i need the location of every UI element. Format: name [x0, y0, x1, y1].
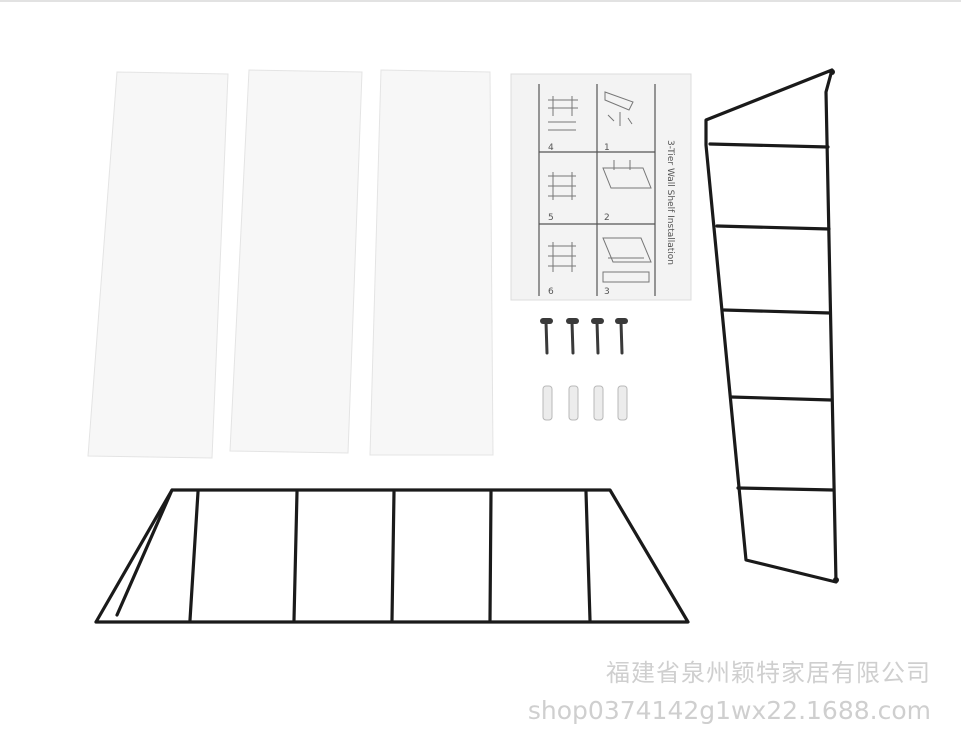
watermark-company: 福建省泉州颖特家居有限公司 [606, 659, 931, 687]
top-border-line [0, 0, 961, 2]
manual-step-6: 6 [548, 287, 554, 297]
instruction-sheet: 4 1 5 2 6 3 3-Tier Wall Shelf Installati… [510, 73, 692, 301]
shelf-board-2 [229, 69, 363, 454]
wall-anchors [542, 385, 628, 421]
manual-step-1: 1 [604, 143, 610, 153]
wire-frame-horizontal [94, 488, 690, 624]
watermark-url: shop0374142g1wx22.1688.com [527, 696, 931, 725]
shelf-board-3 [369, 69, 494, 456]
shelf-board-1 [87, 71, 229, 459]
manual-step-4: 4 [548, 143, 554, 153]
manual-title: 3-Tier Wall Shelf Installation [665, 140, 675, 265]
wire-frame-vertical [704, 68, 839, 584]
manual-step-2: 2 [604, 213, 610, 223]
screws [540, 318, 628, 355]
manual-step-3: 3 [604, 287, 610, 297]
manual-step-5: 5 [548, 213, 554, 223]
